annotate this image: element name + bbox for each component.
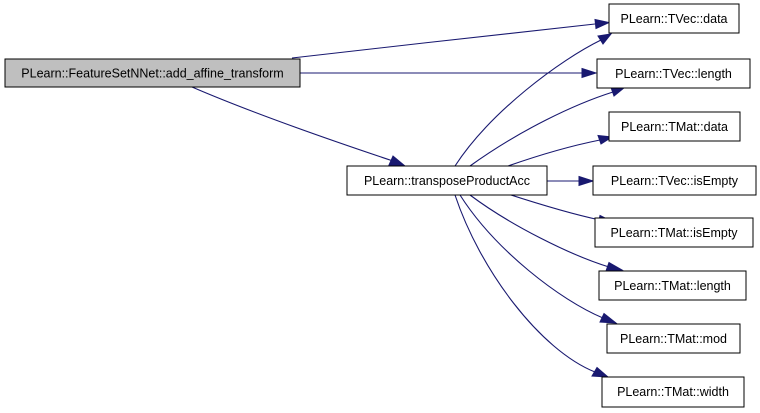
node-tmat-length[interactable]: PLearn::TMat::length	[598, 270, 747, 301]
node-tmat-length-box	[598, 270, 747, 301]
edge-transpose-to-tvec-data	[454, 33, 613, 167]
node-tmat-width[interactable]: PLearn::TMat::width	[601, 376, 745, 408]
node-transpose[interactable]: PLearn::transposeProductAcc	[346, 165, 548, 196]
nodes: PLearn::FeatureSetNNet::add_affine_trans…	[4, 3, 757, 408]
edge-root-to-tvec-data	[291, 18, 611, 59]
node-root-box	[4, 58, 301, 88]
node-transpose-label: PLearn::transposeProductAcc	[364, 174, 530, 188]
node-tvec-isempty-label: PLearn::TVec::isEmpty	[611, 174, 739, 188]
node-tvec-length[interactable]: PLearn::TVec::length	[596, 58, 751, 89]
node-tmat-isempty-box	[594, 217, 754, 248]
node-tmat-data-label: PLearn::TMat::data	[621, 120, 728, 134]
edge-transpose-to-tmat-width	[454, 194, 610, 378]
node-transpose-box	[346, 165, 548, 196]
node-root-label: PLearn::FeatureSetNNet::add_affine_trans…	[21, 67, 283, 81]
node-tmat-isempty-label: PLearn::TMat::isEmpty	[610, 226, 738, 240]
node-tmat-length-label: PLearn::TMat::length	[614, 279, 731, 293]
node-tmat-isempty[interactable]: PLearn::TMat::isEmpty	[594, 217, 754, 248]
node-tvec-data[interactable]: PLearn::TVec::data	[608, 3, 740, 34]
node-tmat-mod[interactable]: PLearn::TMat::mod	[606, 323, 741, 354]
node-tvec-length-box	[596, 58, 751, 89]
edge-root-to-transpose	[191, 86, 407, 167]
node-tmat-width-box	[601, 376, 745, 408]
edge-transpose-to-tmat-data	[507, 134, 614, 167]
edge-root-to-tvec-length	[300, 67, 598, 79]
edge-transpose-to-tmat-mod	[459, 194, 618, 324]
node-tmat-data[interactable]: PLearn::TMat::data	[608, 111, 741, 142]
node-tvec-isempty-box	[592, 165, 757, 196]
edge-transpose-to-tvec-isempty	[547, 175, 595, 187]
node-tmat-width-label: PLearn::TMat::width	[617, 385, 729, 399]
edge-transpose-to-tvec-length	[469, 86, 627, 167]
node-tvec-data-box	[608, 3, 740, 34]
node-tvec-isempty[interactable]: PLearn::TVec::isEmpty	[592, 165, 757, 196]
node-tmat-mod-box	[606, 323, 741, 354]
node-tmat-mod-label: PLearn::TMat::mod	[620, 332, 727, 346]
node-root[interactable]: PLearn::FeatureSetNNet::add_affine_trans…	[4, 58, 301, 88]
node-tvec-data-label: PLearn::TVec::data	[620, 12, 727, 26]
node-tvec-length-label: PLearn::TVec::length	[615, 67, 732, 81]
node-tmat-data-box	[608, 111, 741, 142]
